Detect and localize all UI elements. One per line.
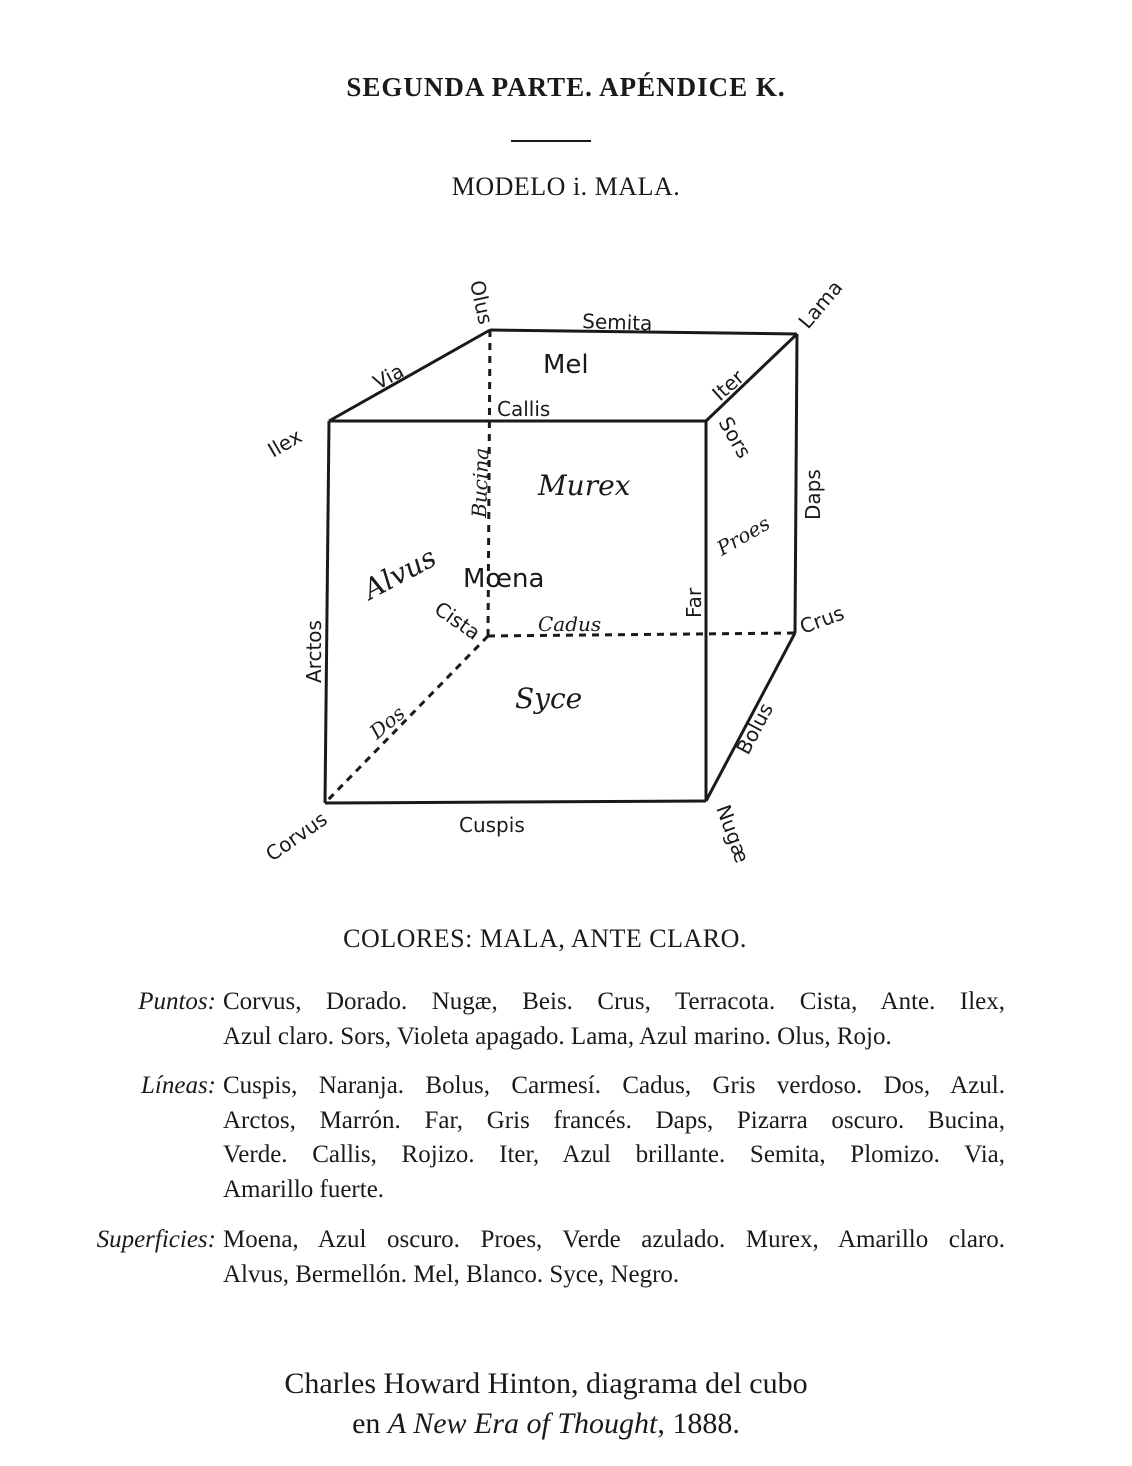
edge-iter: Iter (707, 364, 749, 405)
edge-cuspis-line (324, 799, 707, 805)
vertex-crus: Crus (797, 601, 848, 639)
face-alvus: Alvus (355, 541, 441, 608)
edge-cadus: Cadus (538, 612, 601, 636)
vertex-lama: Lama (793, 276, 847, 334)
entry-line: Cuspis, Naranja. Bolus, Carmesí. Cadus, … (223, 1072, 1005, 1099)
edge-via-line (328, 328, 491, 423)
edge-daps: Daps (801, 469, 825, 520)
edge-bolus: Bolus (731, 699, 778, 758)
edge-arctos: Arctos (302, 620, 326, 683)
edge-bolus-line (704, 632, 797, 802)
edge-semita-line (489, 328, 798, 336)
face-moena: Mœna (463, 564, 544, 594)
colors-title: COLORES: MALA, ANTE CLARO. (343, 924, 747, 953)
entry-line: Corvus, Dorado. Nugæ, Beis. Crus, Terrac… (223, 988, 1005, 1015)
edge-iter-line (704, 332, 799, 423)
vertex-nugae: Nugæ (711, 802, 754, 867)
vertex-corvus: Corvus (261, 807, 332, 866)
page-header: SEGUNDA PARTE. APÉNDICE K. (346, 72, 786, 102)
header-divider (511, 140, 591, 142)
edge-dos: Dos (364, 701, 410, 745)
face-syce: Syce (515, 682, 582, 715)
edge-arctos-line (323, 420, 331, 804)
caption-book-title: A New Era of Thought (387, 1407, 658, 1440)
face-murex: Murex (537, 469, 631, 502)
edge-cadus-line (487, 631, 796, 638)
entry-line: Azul claro. Sors, Violeta apagado. Lama,… (223, 1022, 892, 1050)
entry-line: Amarillo fuerte. (223, 1175, 385, 1203)
entry-text: Moena, Azul oscuro. Proes, Verde azulado… (223, 1223, 1005, 1292)
edge-bucina: Bucina (467, 447, 493, 519)
vertex-sors: Sors (714, 413, 757, 463)
caption-line-2: en A New Era of Thought, 1888. (0, 1404, 1092, 1444)
face-mel: Mel (543, 350, 589, 380)
entry-line: Verde. Callis, Rojizo. Iter, Azul brilla… (223, 1141, 1005, 1168)
edge-callis: Callis (497, 397, 550, 421)
hinton-cube-diagram: Olus Lama Ilex Sors Cista Crus Corvus Nu… (261, 276, 848, 867)
entry-line: Moena, Azul oscuro. Proes, Verde azulado… (223, 1226, 1005, 1253)
cube-solid-edges (323, 328, 799, 805)
edge-far: Far (682, 587, 706, 618)
edge-via: Via (369, 359, 408, 395)
entry-key: Líneas: (141, 1072, 216, 1099)
entry-text: Corvus, Dorado. Nugæ, Beis. Crus, Terrac… (223, 985, 1005, 1054)
edge-daps-line (793, 333, 799, 634)
caption-line-1: Charles Howard Hinton, diagrama del cubo (284, 1367, 808, 1400)
face-proes: Proes (712, 511, 774, 561)
entry-line: Arctos, Marrón. Far, Gris francés. Daps,… (223, 1106, 1005, 1134)
vertex-cista: Cista (430, 596, 485, 644)
figure-caption: Charles Howard Hinton, diagrama del cubo… (0, 1364, 1092, 1444)
model-title: MODELO i. MALA. (451, 172, 681, 201)
caption-prefix: en (352, 1407, 388, 1440)
entry-key: Puntos: (138, 988, 216, 1015)
edge-semita: Semita (582, 309, 653, 335)
edge-cuspis: Cuspis (459, 813, 525, 837)
entry-text: Cuspis, Naranja. Bolus, Carmesí. Cadus, … (223, 1069, 1005, 1207)
entry-line: Alvus, Bermellón. Mel, Blanco. Syce, Neg… (223, 1260, 680, 1288)
vertex-olus: Olus (465, 278, 498, 326)
vertex-ilex: Ilex (264, 424, 307, 462)
caption-suffix: , 1888. (657, 1407, 740, 1440)
entry-key: Superficies: (96, 1226, 216, 1253)
